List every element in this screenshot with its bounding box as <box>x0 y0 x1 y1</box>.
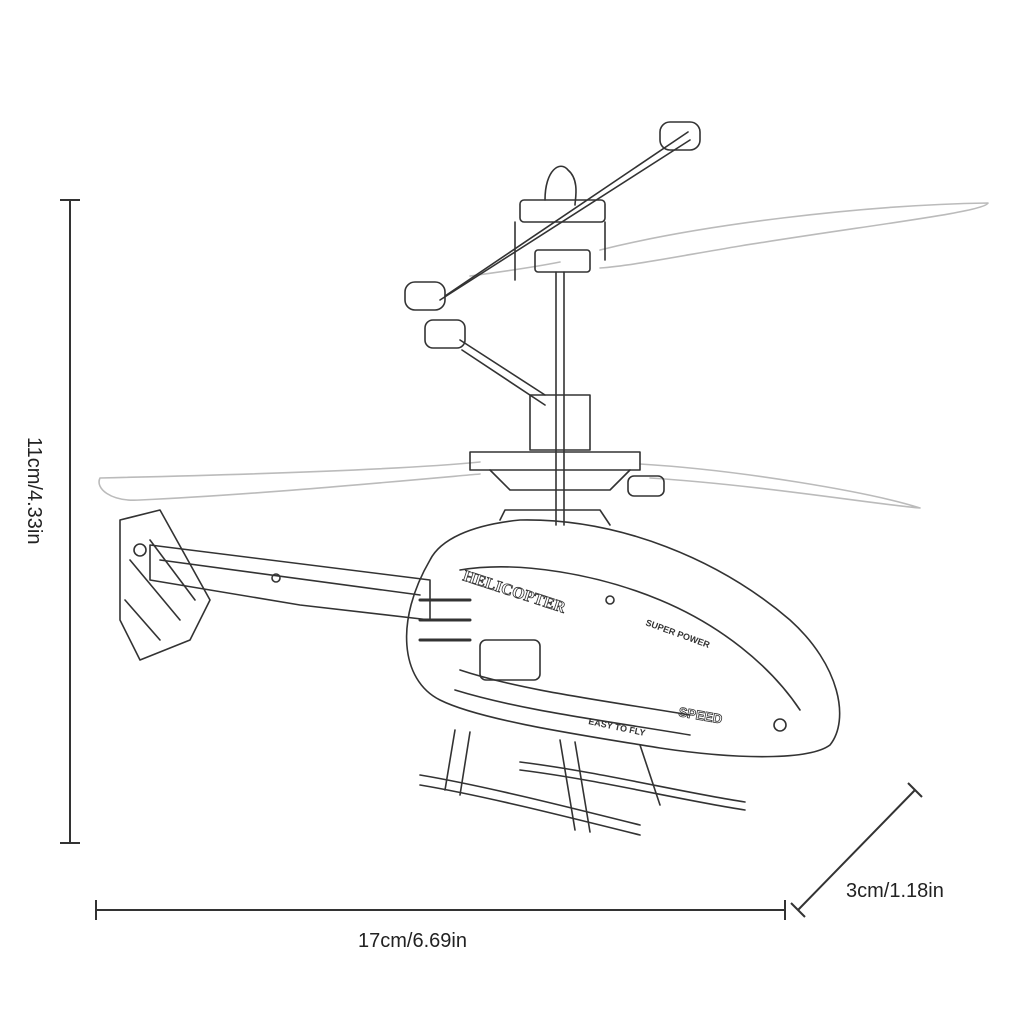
landing-skid-front <box>519 769 746 811</box>
tail-boom <box>149 544 431 621</box>
depth-dimension-label: 3cm/1.18in <box>846 880 944 902</box>
lower-rotor-blade-right <box>639 463 921 509</box>
lower-rotor-blade-left <box>98 461 481 501</box>
width-dimension-line <box>95 900 786 920</box>
landing-skid-back <box>419 784 641 836</box>
helicopter-sketch <box>98 121 989 836</box>
body-text-speed: SPEED <box>677 704 723 726</box>
body-text-helicopter: HELICOPTER <box>461 568 568 617</box>
height-dimension-line <box>60 199 80 844</box>
flybar <box>439 139 691 301</box>
upper-rotor-blade <box>599 202 989 269</box>
body-text-super-power: SUPER POWER <box>644 617 711 650</box>
flybar-weight-right <box>659 121 701 151</box>
link-weight <box>424 319 466 349</box>
width-dimension-label: 17cm/6.69in <box>358 930 467 952</box>
flybar-handle <box>544 165 577 206</box>
depth-dimension-line <box>790 782 923 918</box>
height-dimension-label: 11cm/4.33in <box>23 437 45 545</box>
tail-fin <box>119 509 211 661</box>
body-text-easy-to-fly: EASY TO FLY <box>588 716 647 738</box>
fuselage <box>405 519 841 758</box>
lower-hub <box>469 451 641 471</box>
flybar-weight-left <box>404 281 446 311</box>
